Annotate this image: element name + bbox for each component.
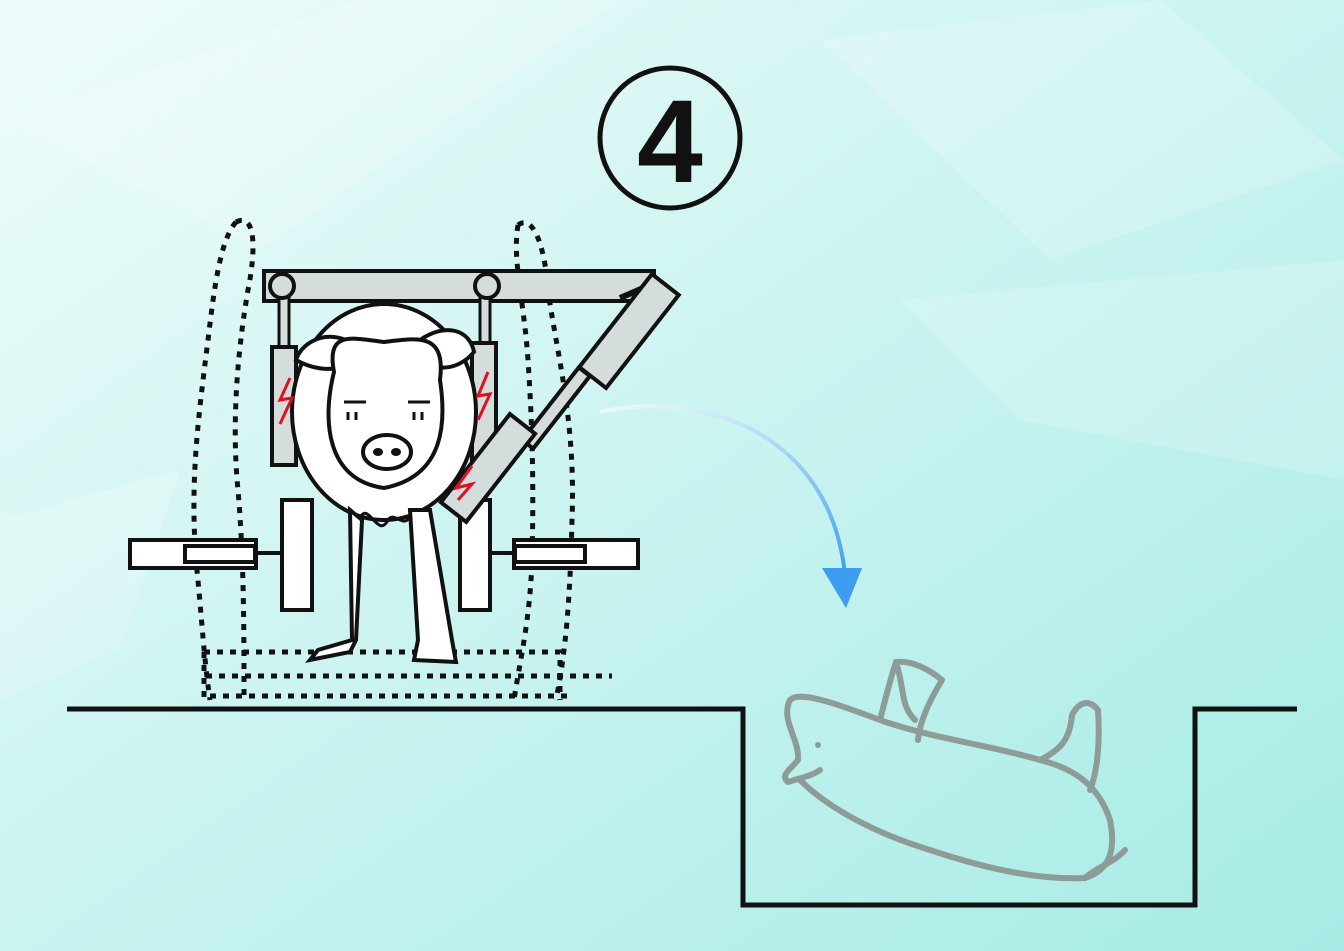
pig-left-eye	[344, 400, 366, 420]
frame-left-post	[277, 291, 291, 355]
curved-arrow-down	[599, 404, 847, 576]
left-side-plate	[280, 498, 314, 612]
lightning-bolt-icon	[277, 377, 295, 425]
electrode-arm	[438, 271, 682, 525]
pig-drool	[358, 511, 412, 528]
left-cylinder-inner	[183, 544, 257, 564]
release-arrow	[599, 404, 862, 608]
ground-with-pit	[67, 706, 1297, 908]
lightning-bolt-icon	[452, 465, 477, 501]
step-circle	[597, 65, 743, 211]
pig-nostril-left	[373, 448, 383, 456]
shock-marks	[277, 371, 493, 501]
arrow-head	[822, 568, 862, 608]
lightning-bolt-icon	[475, 371, 493, 421]
pig-snout	[361, 433, 413, 471]
pig-left-leg	[305, 505, 365, 664]
step-badge: 4	[597, 65, 743, 211]
pig-icon	[290, 302, 478, 665]
frame-right-pivot	[473, 272, 501, 300]
arm-electrode-head	[438, 411, 538, 525]
step-number: 4	[637, 76, 703, 208]
frame-top-bar	[262, 269, 656, 303]
stunned-pig-silhouette	[782, 658, 1128, 882]
side-restraints	[128, 498, 640, 612]
pig-right-leg	[407, 508, 459, 665]
frame-left-pivot	[268, 272, 296, 300]
pig-right-eye	[408, 400, 430, 420]
motion-outline	[191, 217, 612, 701]
background-facets	[0, 0, 1344, 700]
right-cylinder-inner	[513, 544, 587, 564]
pig-nostril-right	[391, 448, 401, 456]
pig-head	[326, 336, 445, 491]
arm-cylinder	[576, 271, 682, 391]
